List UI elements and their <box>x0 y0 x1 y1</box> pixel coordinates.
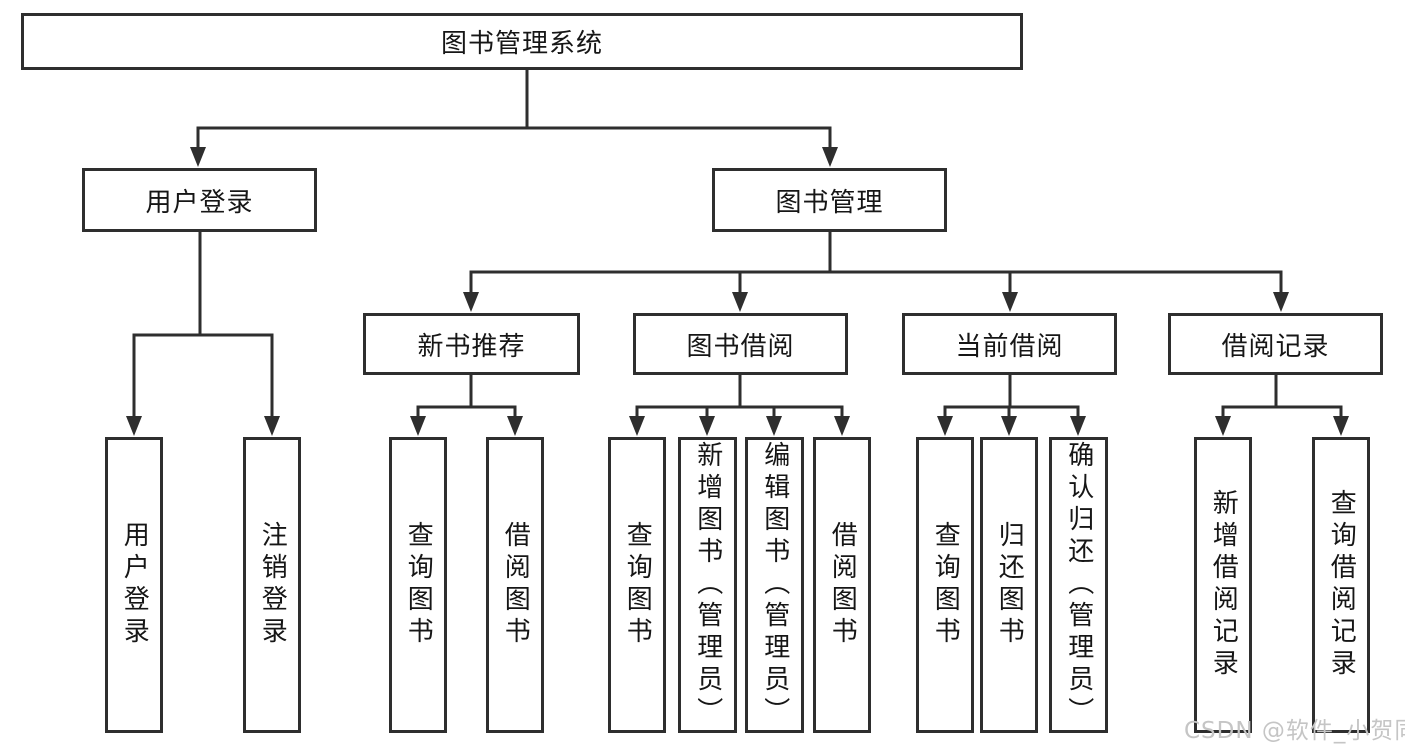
leaf-label: 新增借阅记录 <box>1208 489 1239 681</box>
node-new-book-recommendation: 新书推荐 <box>363 313 580 375</box>
csdn-watermark: CSDN @软件_小贺同学 <box>1184 718 1405 744</box>
leaf-label: 归还图书 <box>994 521 1025 649</box>
leaf-label: 注销登录 <box>257 521 288 649</box>
arrowhead-icons <box>126 147 1349 436</box>
node-book-management: 图书管理 <box>712 168 947 232</box>
leaf-add-borrow-record: 新增借阅记录 <box>1194 437 1252 733</box>
node-library-management-system: 图书管理系统 <box>21 13 1023 70</box>
leaf-label: 查询图书 <box>930 521 961 649</box>
node-label: 图书管理系统 <box>440 29 603 59</box>
connector-segments <box>132 69 1343 420</box>
leaf-label: 编辑图书（管理员） <box>759 441 790 729</box>
leaf-logout: 注销登录 <box>243 437 301 733</box>
leaf-query-books-current: 查询图书 <box>916 437 974 733</box>
node-borrowing-records: 借阅记录 <box>1168 313 1383 375</box>
leaf-label: 新增图书（管理员） <box>692 441 723 729</box>
node-label: 用户登录 <box>145 187 254 218</box>
node-label: 图书借阅 <box>686 331 795 362</box>
node-label: 新书推荐 <box>417 331 526 362</box>
leaf-query-books-borrowing: 查询图书 <box>608 437 666 733</box>
node-book-borrowing: 图书借阅 <box>633 313 848 375</box>
leaf-label: 借阅图书 <box>500 521 531 649</box>
leaf-confirm-return-admin: 确认归还（管理员） <box>1049 437 1108 733</box>
leaf-label: 确认归还（管理员） <box>1063 441 1094 729</box>
node-current-borrowing: 当前借阅 <box>902 313 1117 375</box>
leaf-user-login: 用户登录 <box>105 437 163 733</box>
leaf-label: 查询借阅记录 <box>1326 489 1357 681</box>
node-label: 当前借阅 <box>955 331 1064 362</box>
leaf-label: 查询图书 <box>622 521 653 649</box>
leaf-borrow-books: 借阅图书 <box>813 437 871 733</box>
leaf-return-books: 归还图书 <box>980 437 1038 733</box>
leaf-add-book-admin: 新增图书（管理员） <box>678 437 737 733</box>
leaf-borrow-books-recommend: 借阅图书 <box>486 437 544 733</box>
leaf-edit-book-admin: 编辑图书（管理员） <box>745 437 804 733</box>
leaf-query-books-recommend: 查询图书 <box>389 437 447 733</box>
leaf-query-borrow-record: 查询借阅记录 <box>1312 437 1370 733</box>
node-label: 图书管理 <box>775 187 884 218</box>
leaf-label: 借阅图书 <box>827 521 858 649</box>
node-user-login: 用户登录 <box>82 168 317 232</box>
leaf-label: 用户登录 <box>119 521 150 649</box>
node-label: 借阅记录 <box>1221 331 1330 362</box>
leaf-label: 查询图书 <box>403 521 434 649</box>
